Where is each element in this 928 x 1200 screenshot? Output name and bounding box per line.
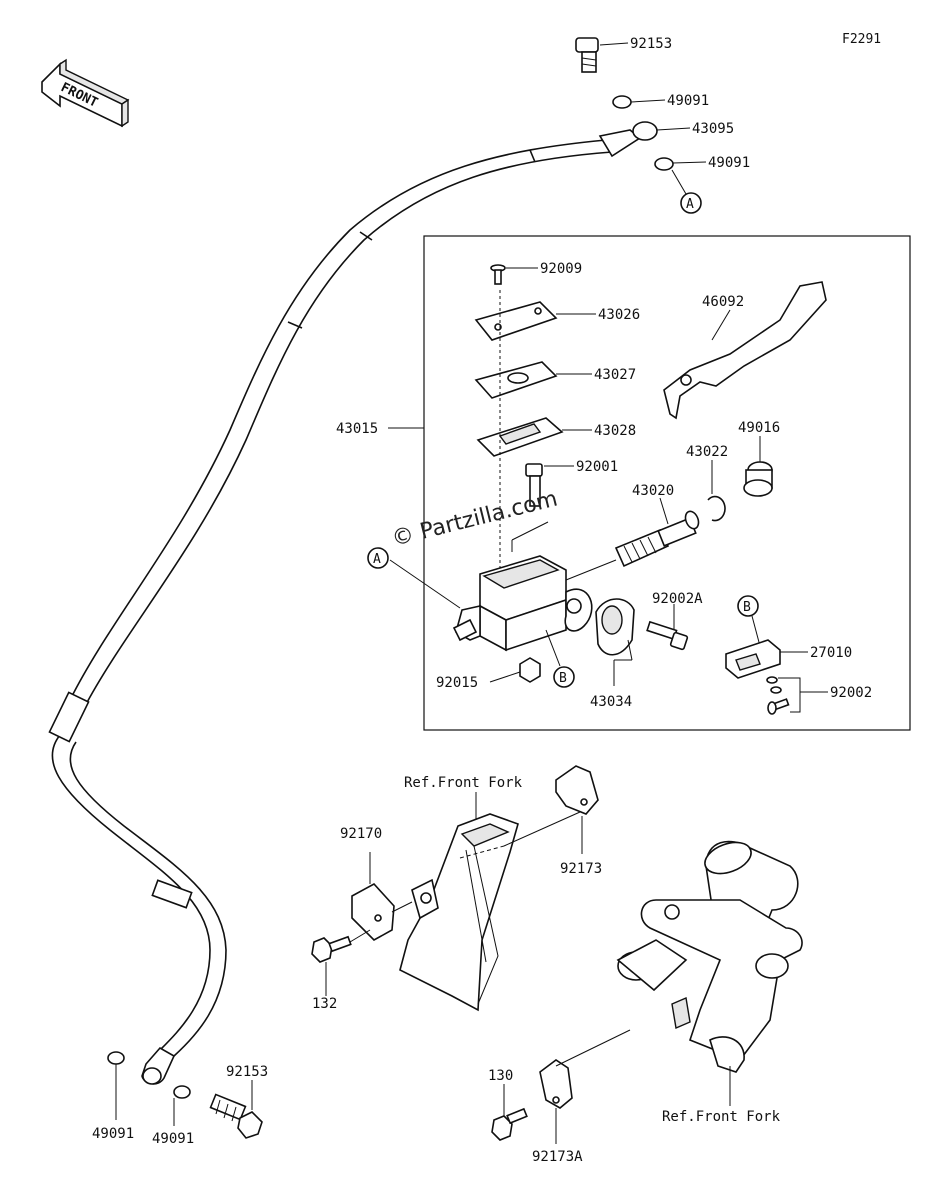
front-arrow-icon: FRONT [41,58,130,128]
label-49091-a: 49091 [667,93,709,109]
label-92153-bottom: 92153 [226,1064,268,1080]
callout-a-top-label: A [686,197,694,212]
label-92009: 92009 [540,261,582,277]
washer-92002-b [770,686,782,694]
label-92002: 92002 [830,685,872,701]
callout-b-main-label: B [559,671,567,686]
label-43027: 43027 [594,367,636,383]
brake-lever-46092 [663,281,827,420]
piston-assembly-43020 [614,510,700,568]
label-49091-c: 49091 [92,1126,134,1142]
bracket-92173A [539,1059,573,1109]
label-43015: 43015 [336,421,378,437]
callout-b-right [737,595,759,617]
fork-guard [399,813,519,1012]
label-130: 130 [488,1068,513,1084]
label-49091-b: 49091 [708,155,750,171]
label-92153-top: 92153 [630,36,672,52]
washer-49091-b [654,157,674,171]
label-43028: 43028 [594,423,636,439]
label-132: 132 [312,996,337,1012]
callout-b-right-label: B [743,600,751,615]
washer-49091-a [612,95,632,109]
label-43095: 43095 [692,121,734,137]
clamp-bolt-92002A [646,620,689,651]
pivot-bolt-92001 [525,463,543,507]
banjo-bolt-top [575,37,599,73]
washer-49091-c [107,1051,125,1065]
label-43022: 43022 [686,444,728,460]
banjo-bolt-bottom [209,1093,263,1139]
bushing-49016 [743,461,773,497]
circlip-43022 [707,495,726,522]
watermark: © Partzilla.com [389,486,560,551]
screw-92002 [767,698,790,715]
master-cylinder-body [452,555,593,652]
figure-code: F2291 [842,32,881,47]
label-ref-front-fork-2: Ref.Front Fork [662,1109,781,1125]
master-cylinder-box [423,235,911,731]
label-49016: 49016 [738,420,780,436]
bolt-132 [311,935,352,963]
brake-hose [48,129,642,1057]
label-49091-d: 49091 [152,1131,194,1147]
hose-grommet-upper [48,691,90,743]
label-92173A: 92173A [532,1149,583,1165]
hose-lower-fitting [141,1046,176,1085]
callout-a-main [367,547,389,569]
label-92170: 92170 [340,826,382,842]
hose-grommet-lower [151,879,193,909]
bolt-130 [491,1107,528,1141]
label-46092: 46092 [702,294,744,310]
label-43026: 43026 [598,307,640,323]
bracket-92170 [351,882,395,941]
washer-92002-a [766,676,778,684]
label-27010: 27010 [810,645,852,661]
label-92001: 92001 [576,459,618,475]
screw-92009 [490,264,506,285]
brake-light-switch-27010 [725,639,781,679]
banjo-fitting-43095 [632,121,658,141]
label-43034: 43034 [590,694,632,710]
label-92173: 92173 [560,861,602,877]
callout-b-main [553,666,575,688]
reservoir-cap-43026 [474,301,558,341]
label-ref-front-fork-1: Ref.Front Fork [404,775,523,791]
bracket-92173 [555,765,599,815]
lower-fork-tube [616,840,803,1073]
callout-a-top [680,192,702,214]
washer-49091-d [173,1085,191,1099]
callout-a-main-label: A [373,552,381,567]
nut-92015 [519,657,541,683]
label-43020: 43020 [632,483,674,499]
label-92002A: 92002A [652,591,703,607]
label-92015: 92015 [436,675,478,691]
